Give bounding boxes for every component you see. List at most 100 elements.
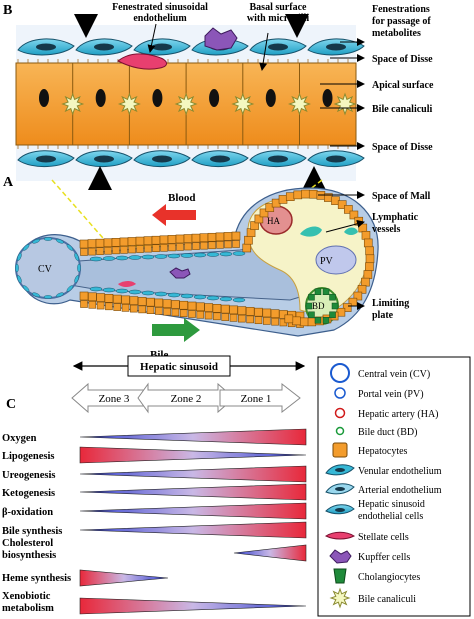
hepatocyte <box>112 294 122 304</box>
sinusoid-endothelial-cell <box>206 252 220 257</box>
cholangiocyte <box>308 311 315 319</box>
limiting-plate-hepatocyte <box>301 189 310 199</box>
panel-a: A Blood Bile CV PV HA BD Space of Mall L… <box>3 175 431 361</box>
hepatocyte-nucleus <box>152 89 163 107</box>
sinusoid-endothelial-cell <box>102 287 116 293</box>
hepatocyte <box>262 317 271 325</box>
hepatocyte <box>112 246 120 255</box>
hepatocyte <box>95 238 105 248</box>
hepatocyte <box>229 305 238 315</box>
legend-items: Central vein (CV)Portal vein (PV)Hepatic… <box>324 363 442 609</box>
venular-endothelium <box>43 237 53 241</box>
pv-label: PV <box>320 256 334 267</box>
hepatocyte <box>113 303 122 311</box>
leader-fenestrated <box>147 23 157 53</box>
gradient-bile-synthesis <box>79 521 307 539</box>
panel-c-label: C <box>6 397 16 412</box>
hepatocyte <box>216 241 224 249</box>
hepatocyte <box>208 241 216 250</box>
venular-endothelium <box>32 238 41 244</box>
sinusoid-endothelial-cell <box>115 288 129 294</box>
hepatocyte <box>224 240 232 249</box>
hepatocyte-nucleus <box>265 89 276 107</box>
fenestrations-label-3: metabolites <box>372 28 421 39</box>
bile-arrow <box>152 318 200 342</box>
legend-label: Portal vein (PV) <box>358 389 424 400</box>
fenestrated-label-1: Fenestrated sinusoidal <box>112 2 208 13</box>
venular-endothelium-icon <box>325 464 355 476</box>
legend-label: Hepatic artery (HA) <box>358 409 439 420</box>
gradient-heme-synthesis <box>79 569 169 587</box>
hepatocyte <box>192 242 200 250</box>
space-of-disse-top-label: Space of Disse <box>372 54 433 65</box>
legend-label: Kupffer cells <box>358 552 410 563</box>
limiting-plate-hepatocyte <box>308 189 318 199</box>
limiting-plate-hepatocyte <box>363 238 373 248</box>
zone-1-arrow <box>219 382 301 414</box>
cholangiocyte <box>305 302 313 310</box>
limiting-plate-hepatocyte <box>344 205 353 214</box>
hepatocyte <box>232 240 240 248</box>
hepatocyte <box>175 234 185 244</box>
gradient-ketogenesis <box>79 483 307 501</box>
bile-canaliculi-icon <box>329 587 351 609</box>
row-label: Ketogenesis <box>2 488 55 499</box>
sinusoid-endothelial-cell <box>89 256 103 262</box>
zonation-gradient-rows: OxygenLipogenesisUreogenesisKetogenesisβ… <box>2 428 307 615</box>
sinusoid-endothelial-cell <box>115 255 129 261</box>
hepatocyte <box>204 303 213 312</box>
fenestrations-label-2: for passage of <box>372 16 431 27</box>
bile-canaliculus <box>333 92 357 116</box>
hepatocyte <box>146 297 155 307</box>
row-label: metabolism <box>2 603 54 614</box>
hepatocyte <box>167 235 177 244</box>
hepatocyte <box>168 243 176 252</box>
hepatocyte <box>111 238 121 247</box>
limiting-plate-hepatocyte <box>293 190 303 200</box>
hepatocyte <box>212 304 222 313</box>
cholangiocytes <box>305 288 339 324</box>
hepatocyte-nucleus <box>95 89 106 107</box>
row-label: Oxygen <box>2 433 37 444</box>
hepatocyte <box>151 235 161 245</box>
hepatocyte-nucleus <box>39 89 49 107</box>
lymphatic-vessel-1 <box>300 226 322 237</box>
sinusoid-endothelial-cell <box>193 252 207 258</box>
hepatocyte <box>183 234 193 243</box>
fenestrations-label-1: Fenestrations <box>372 4 430 15</box>
limiting-plate-hepatocyte <box>278 195 288 204</box>
hepatocyte <box>171 308 180 317</box>
zoom-line-left <box>51 179 111 247</box>
leader-lymphatic <box>325 219 365 233</box>
row-label: biosynthesis <box>2 550 56 561</box>
limiting-plate-hepatocyte <box>292 316 301 326</box>
row-label: Bile synthesis <box>2 526 62 537</box>
limiting-plate-hepatocyte <box>259 208 269 218</box>
hepatocyte <box>184 242 192 251</box>
hepatocyte <box>96 293 105 302</box>
hepatocyte <box>160 243 168 252</box>
hepatocyte <box>135 236 145 246</box>
hepatocyte <box>103 238 113 248</box>
blood-arrow <box>152 204 196 226</box>
hepatocyte <box>104 246 112 255</box>
gradient-lipogenesis <box>79 446 307 464</box>
cholangiocyte <box>329 293 336 301</box>
row-label: Heme synthesis <box>2 573 71 584</box>
sinusoid-endothelial-cell <box>128 255 142 260</box>
legend-label: Stellate cells <box>358 532 409 543</box>
legend-label: Hepatic sinusoid <box>358 499 425 510</box>
hepatocyte <box>179 300 188 310</box>
hepatocyte <box>271 317 279 326</box>
hepatocyte <box>199 233 209 242</box>
legend-label: Cholangiocytes <box>358 572 420 583</box>
gradient-cholesterol-biosynthesis <box>233 544 307 562</box>
sinusoid-endothelial-cell <box>219 296 233 302</box>
bile-canaliculus <box>174 92 198 116</box>
legend-label: endothelial cells <box>358 511 423 522</box>
hepatocyte <box>207 232 217 242</box>
venular-endothelium <box>22 244 30 251</box>
limiting-plate-hepatocyte <box>342 303 352 312</box>
cholangiocyte-icon <box>333 568 347 584</box>
hepatocyte <box>254 307 263 317</box>
